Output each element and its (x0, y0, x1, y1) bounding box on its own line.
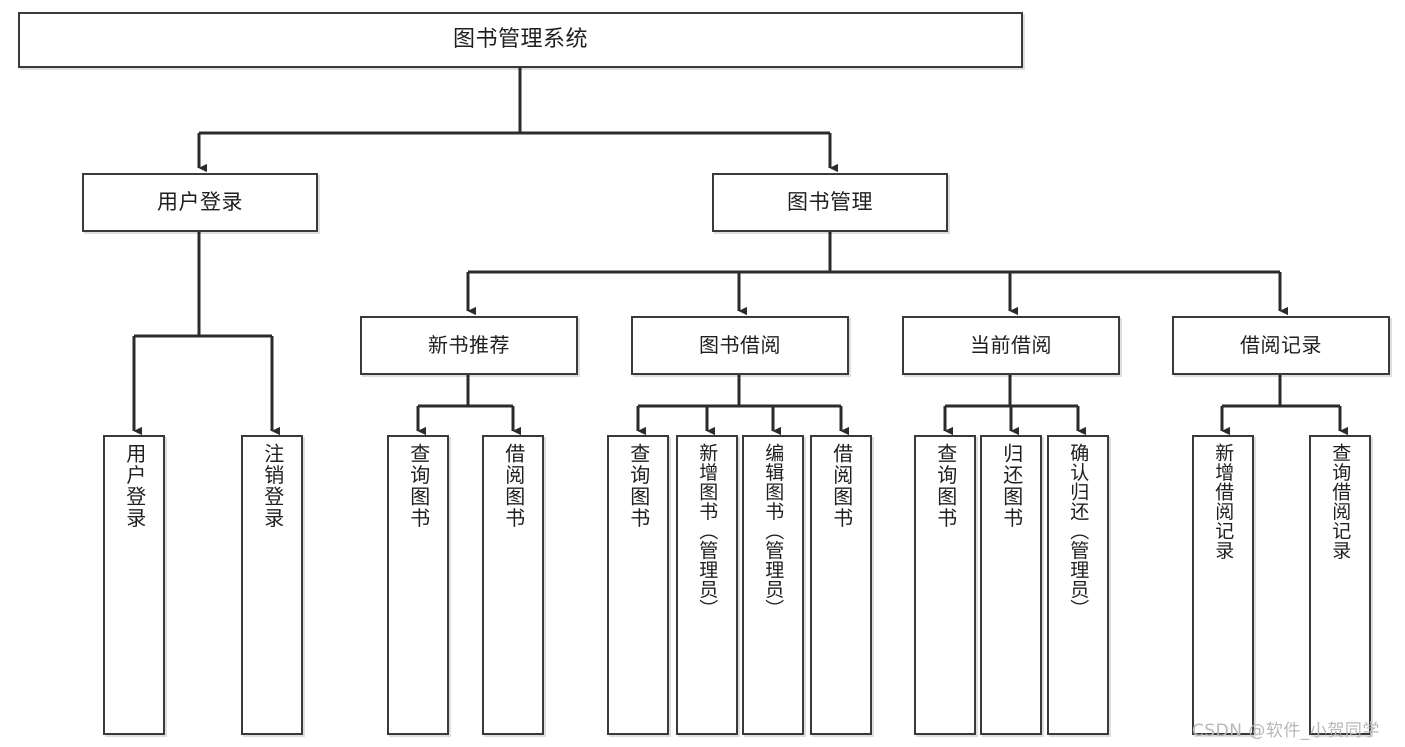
node-book-borrow[interactable]: 图书借阅 (631, 316, 849, 375)
node-leaf-add-record[interactable]: 新增借阅记录 (1192, 435, 1254, 735)
node-leaf-borrow-book-2-label: 借阅图书 (829, 443, 854, 529)
node-borrow-record[interactable]: 借阅记录 (1172, 316, 1390, 375)
node-new-book-recommend[interactable]: 新书推荐 (360, 316, 578, 375)
node-leaf-query-record-label: 查询借阅记录 (1329, 443, 1352, 560)
node-current-borrow-label: 当前借阅 (970, 333, 1052, 357)
node-root[interactable]: 图书管理系统 (18, 12, 1023, 68)
node-leaf-query-book-3[interactable]: 查询图书 (914, 435, 976, 735)
node-leaf-logout-login-label: 注销登录 (260, 443, 285, 529)
node-leaf-query-book-1[interactable]: 查询图书 (387, 435, 449, 735)
node-user-login-label: 用户登录 (157, 190, 243, 215)
node-leaf-confirm-return-label: 确认归还（管理员） (1067, 443, 1090, 619)
node-leaf-query-book-2-label: 查询图书 (626, 443, 651, 529)
node-user-login[interactable]: 用户登录 (82, 173, 318, 232)
node-leaf-logout-login[interactable]: 注销登录 (241, 435, 303, 735)
node-book-manage-label: 图书管理 (787, 190, 873, 215)
node-leaf-add-record-label: 新增借阅记录 (1212, 443, 1235, 560)
node-new-book-recommend-label: 新书推荐 (428, 333, 510, 357)
node-leaf-edit-book[interactable]: 编辑图书（管理员） (742, 435, 804, 735)
node-root-label: 图书管理系统 (452, 27, 588, 53)
node-leaf-query-book-1-label: 查询图书 (406, 443, 431, 529)
node-book-manage[interactable]: 图书管理 (712, 173, 948, 232)
node-leaf-user-login-label: 用户登录 (122, 443, 147, 529)
node-leaf-edit-book-label: 编辑图书（管理员） (762, 443, 785, 619)
node-leaf-borrow-book-2[interactable]: 借阅图书 (810, 435, 872, 735)
node-leaf-query-book-3-label: 查询图书 (933, 443, 958, 529)
node-leaf-query-record[interactable]: 查询借阅记录 (1309, 435, 1371, 735)
node-leaf-borrow-book-1[interactable]: 借阅图书 (482, 435, 544, 735)
node-leaf-user-login[interactable]: 用户登录 (103, 435, 165, 735)
node-leaf-return-book-label: 归还图书 (999, 443, 1024, 529)
node-leaf-borrow-book-1-label: 借阅图书 (501, 443, 526, 529)
node-leaf-query-book-2[interactable]: 查询图书 (607, 435, 669, 735)
node-leaf-confirm-return[interactable]: 确认归还（管理员） (1047, 435, 1109, 735)
node-leaf-add-book[interactable]: 新增图书（管理员） (676, 435, 738, 735)
node-current-borrow[interactable]: 当前借阅 (902, 316, 1120, 375)
node-borrow-record-label: 借阅记录 (1240, 333, 1322, 357)
node-leaf-add-book-label: 新增图书（管理员） (696, 443, 719, 619)
node-book-borrow-label: 图书借阅 (699, 333, 781, 357)
node-leaf-return-book[interactable]: 归还图书 (980, 435, 1042, 735)
